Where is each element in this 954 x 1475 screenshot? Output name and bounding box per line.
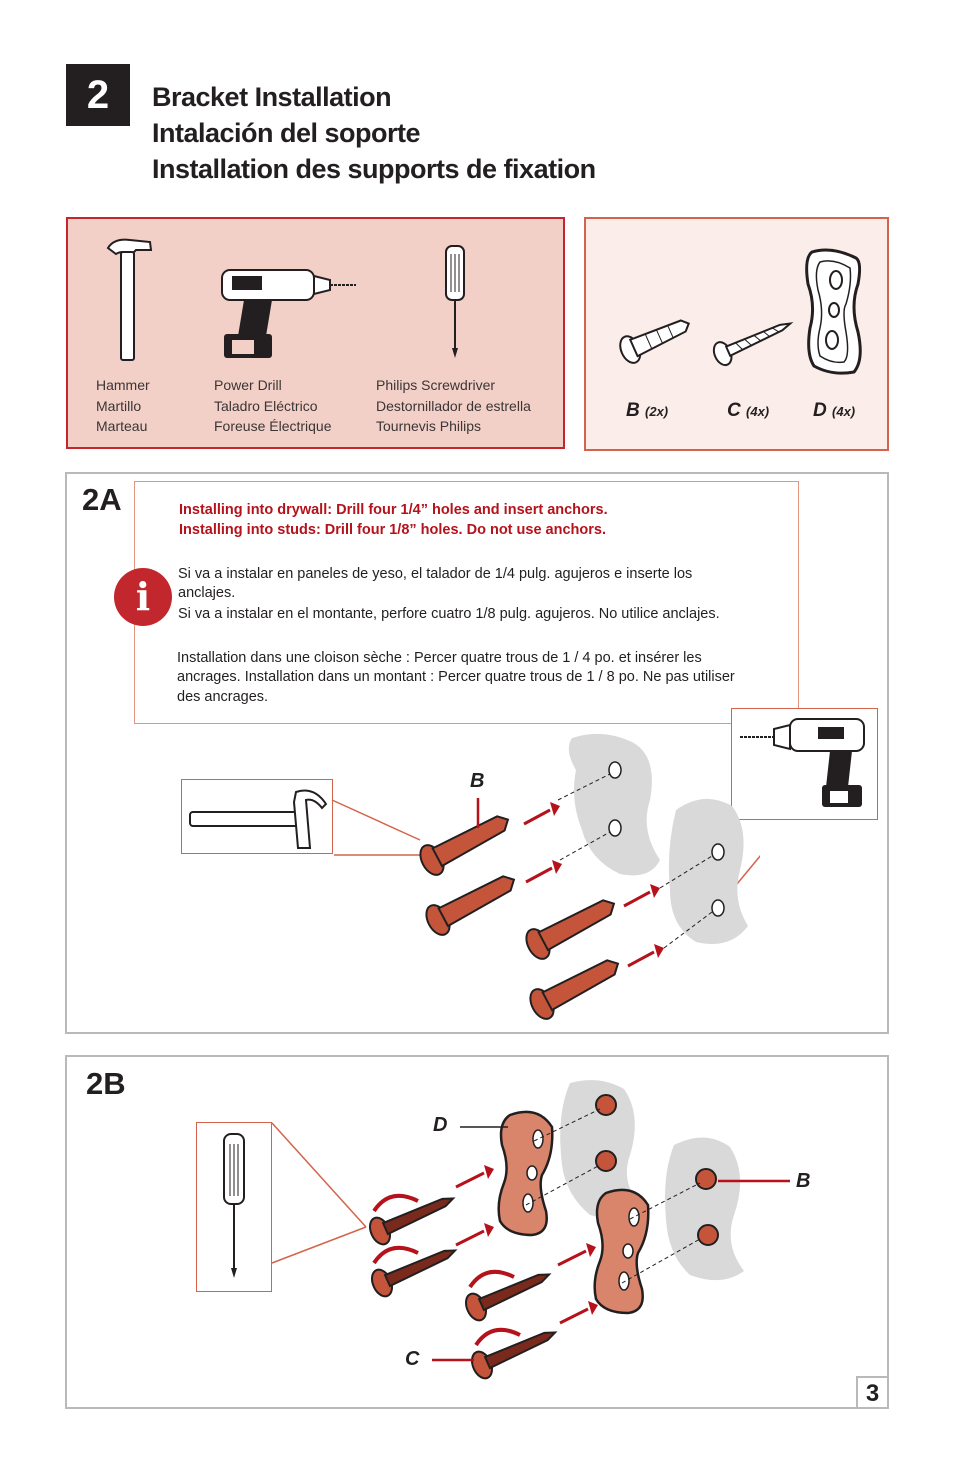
anchor-2	[425, 875, 516, 936]
callout-c-2b: C	[405, 1348, 420, 1370]
tool-hammer-es: Martillo	[96, 397, 142, 414]
warning-drywall: Installing into drywall: Drill four 1/4”…	[179, 502, 608, 518]
screw-icon	[712, 322, 794, 367]
french-instruction-line2: ancrages. Installation dans un montant :…	[177, 669, 735, 685]
tools-panel	[66, 217, 565, 449]
screw-3	[464, 1273, 552, 1322]
part-label-b: B (2x)	[626, 400, 668, 422]
drywall-anchor-illustration	[331, 733, 760, 1020]
section-2b-label: 2B	[86, 1066, 126, 1101]
info-box	[134, 481, 799, 724]
part-label-c: C (4x)	[727, 400, 769, 422]
part-letter-c: C	[727, 400, 741, 421]
french-instruction-line1: Installation dans une cloison sèche : Pe…	[177, 650, 702, 666]
tool-label-hammer: Hammer Martillo Marteau	[96, 375, 150, 437]
info-icon: i	[114, 568, 172, 626]
tool-hammer-fr: Marteau	[96, 418, 148, 434]
spanish-instruction-line2: anclajes.	[178, 585, 236, 601]
tool-screwdriver-es: Destornillador de estrella	[376, 397, 531, 414]
screw-2	[370, 1249, 458, 1298]
part-qty-b: (2x)	[645, 404, 669, 419]
section-2a-panel	[65, 472, 889, 1034]
title-english: Bracket Installation	[152, 82, 392, 112]
screw-4	[470, 1331, 558, 1380]
anchor-4	[529, 959, 620, 1020]
tool-screwdriver-en: Philips Screwdriver	[376, 377, 496, 393]
anchor-icon	[619, 319, 691, 364]
hammer-icon	[189, 789, 328, 849]
callout-d-2b: D	[433, 1114, 448, 1136]
bracket-icon	[805, 248, 862, 375]
callout-b-2a: B	[470, 770, 485, 792]
section-2a-label: 2A	[82, 482, 122, 517]
title-french: Installation des supports de fixation	[152, 154, 596, 184]
tool-label-drill: Power Drill Taladro Eléctrico Foreuse Él…	[214, 375, 332, 437]
bracket-mount-illustration	[271, 1080, 790, 1380]
spanish-instruction-line1: Si va a instalar en paneles de yeso, el …	[178, 566, 693, 582]
power-drill-icon	[740, 718, 865, 807]
part-letter-d: D	[813, 400, 827, 421]
anchor-1	[419, 815, 510, 876]
section-2b-panel	[65, 1055, 889, 1409]
tool-hammer-en: Hammer	[96, 377, 150, 393]
title-spanish: Intalación del soporte	[152, 118, 421, 148]
step-number-badge: 2	[66, 64, 130, 126]
tool-label-screwdriver: Philips Screwdriver Destornillador de es…	[376, 375, 531, 437]
anchor-3	[525, 899, 616, 960]
power-drill-icon	[221, 269, 356, 358]
screwdriver-icon	[445, 245, 465, 358]
spanish-instruction-line3: Si va a instalar en el montante, perfore…	[178, 606, 720, 622]
part-qty-c: (4x)	[746, 404, 770, 419]
part-label-d: D (4x)	[813, 400, 855, 422]
warning-studs: Installing into studs: Drill four 1/8” h…	[179, 522, 606, 538]
page-number: 3	[856, 1376, 889, 1409]
tool-drill-es: Taladro Eléctrico	[214, 397, 318, 414]
tool-drill-fr: Foreuse Électrique	[214, 418, 332, 434]
french-instruction-line3: des ancrages.	[177, 689, 269, 705]
callout-b-2b: B	[796, 1170, 811, 1192]
hammer-icon	[106, 238, 153, 361]
part-qty-d: (4x)	[832, 404, 856, 419]
part-letter-b: B	[626, 400, 640, 421]
screwdriver-icon	[223, 1133, 245, 1278]
tool-screwdriver-fr: Tournevis Philips	[376, 418, 482, 434]
tool-drill-en: Power Drill	[214, 377, 282, 393]
screw-1	[368, 1197, 456, 1246]
